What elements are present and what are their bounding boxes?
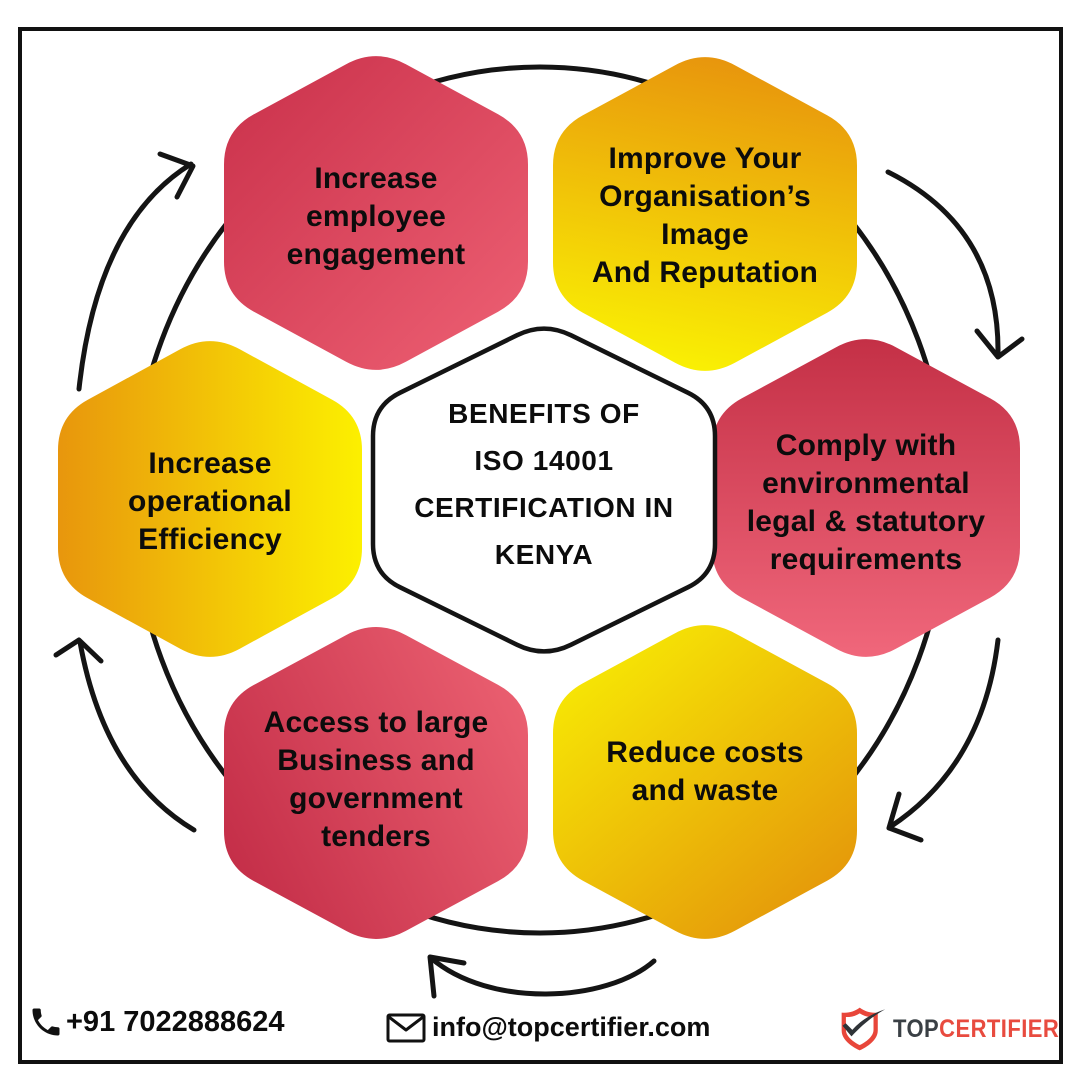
label-line: engagement <box>286 238 466 271</box>
page-title: BENEFITS OF ISO 14001 CERTIFICATION IN K… <box>379 390 709 578</box>
arrow-right-bottom <box>887 637 1001 830</box>
title-line: KENYA <box>494 539 594 570</box>
label-line: Efficiency <box>138 523 282 556</box>
topcertifier-shield-icon <box>841 1007 886 1051</box>
label-increase-operational-efficiency: Increase operational Efficiency <box>50 445 370 559</box>
arrow-right-top-head <box>974 328 1025 360</box>
title-line: ISO 14001 <box>474 445 614 476</box>
label-line: Access to large <box>263 706 489 739</box>
label-access-tenders: Access to large Business and government … <box>216 704 536 856</box>
hexagon-reduce-costs-and-waste <box>553 625 857 939</box>
label-line: Organisation’s <box>599 180 811 213</box>
label-line: And Reputation <box>591 256 819 289</box>
title-line: BENEFITS OF <box>448 398 640 429</box>
label-line: Comply with <box>775 429 957 462</box>
topcertifier-logo[interactable]: TOP CERTIFIER <box>840 1001 1080 1057</box>
label-line: Increase <box>148 447 272 480</box>
label-line: and waste <box>631 774 779 807</box>
label-line: Image <box>661 218 749 251</box>
label-line: requirements <box>769 543 963 576</box>
label-line: operational <box>128 485 292 518</box>
label-line: tenders <box>321 820 431 853</box>
arrow-top-left <box>76 161 194 392</box>
flow-arrows <box>53 151 1025 999</box>
phone-contact[interactable]: +91 7022888624 <box>28 1004 285 1040</box>
label-line: Business and <box>277 744 475 777</box>
label-increase-employee-engagement: Increase employee engagement <box>216 160 536 274</box>
outer-border <box>18 27 1063 1064</box>
arrow-right-top <box>885 169 1001 358</box>
hexagon-increase-operational-efficiency <box>58 341 362 657</box>
logo-top-text: TOP <box>893 1014 940 1043</box>
label-line: environmental <box>762 467 970 500</box>
phone-number[interactable]: +91 7022888624 <box>66 1005 285 1038</box>
hexagon-increase-employee-engagement <box>224 56 528 370</box>
hexagon-comply-environmental-requirements <box>712 339 1020 657</box>
logo-wordmark: TOP CERTIFIER <box>893 1015 1059 1044</box>
label-improve-organisation-image: Improve Your Organisation’s Image And Re… <box>545 140 865 292</box>
arrow-bottom <box>428 955 657 997</box>
arrow-right-bottom-head <box>886 791 924 843</box>
label-line: Improve Your <box>608 142 802 175</box>
label-line: government <box>289 782 463 815</box>
hexagon-center-title <box>370 326 718 654</box>
hexagon-access-tenders <box>224 627 528 939</box>
label-line: Increase <box>314 162 438 195</box>
email-address[interactable]: info@topcertifier.com <box>432 1012 711 1042</box>
arrow-top-left-head <box>157 151 196 200</box>
label-line: Reduce costs <box>606 736 804 769</box>
label-comply-environmental-requirements: Comply with environmental legal & statut… <box>706 427 1026 579</box>
arrow-left-bottom <box>77 639 197 833</box>
label-line: legal & statutory <box>746 505 986 538</box>
title-line: CERTIFICATION IN <box>414 492 674 523</box>
arrow-left-bottom-head <box>53 637 104 664</box>
envelope-icon <box>386 1013 426 1042</box>
label-reduce-costs-and-waste: Reduce costs and waste <box>545 734 865 810</box>
arrow-bottom-head <box>427 954 467 999</box>
hexagon-improve-organisation-image <box>553 57 857 371</box>
label-line: employee <box>306 200 446 233</box>
logo-certifier-text: CERTIFIER <box>939 1014 1060 1043</box>
phone-icon <box>32 1008 60 1036</box>
email-contact[interactable]: info@topcertifier.com <box>386 1012 710 1043</box>
